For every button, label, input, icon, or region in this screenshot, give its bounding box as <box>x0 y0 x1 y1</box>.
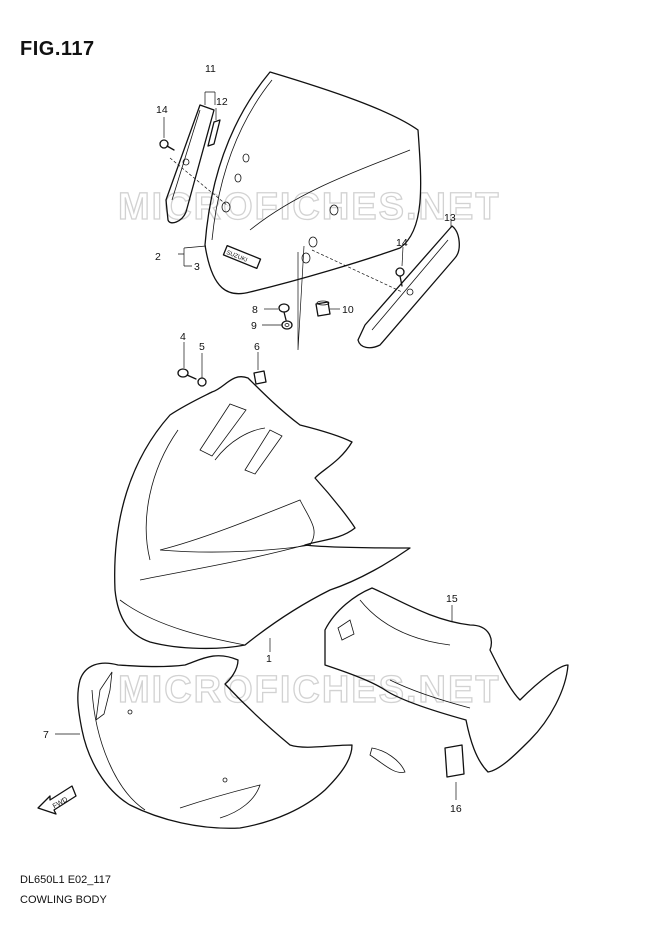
callout-10: 10 <box>342 304 354 316</box>
callout-12: 12 <box>216 96 228 108</box>
callout-7: 7 <box>43 729 49 741</box>
model-code: DL650L1 E02_117 <box>20 874 111 886</box>
cowling-clip-part[interactable] <box>253 370 267 385</box>
cushion-pad-part[interactable] <box>444 744 465 778</box>
callout-13: 13 <box>444 212 456 224</box>
forward-arrow-icon: FWD <box>37 785 77 815</box>
windscreen-bracket-left-part[interactable] <box>165 104 215 224</box>
cowling-bolt-part[interactable] <box>177 368 197 380</box>
bolt-right-part[interactable] <box>395 267 405 287</box>
watermark-bottom: MICROFICHES.NET <box>118 669 501 711</box>
callout-6: 6 <box>254 341 260 353</box>
fwd-label: FWD <box>52 796 69 810</box>
bolt-left-part[interactable] <box>159 139 175 151</box>
air-duct-part[interactable] <box>324 587 569 773</box>
callout-5: 5 <box>199 341 205 353</box>
callout-16: 16 <box>450 803 462 815</box>
windscreen-bracket-right-part[interactable] <box>357 225 460 349</box>
figure-title: FIG.117 <box>20 38 95 60</box>
callout-4: 4 <box>180 331 186 343</box>
callout-14-right: 14 <box>396 237 408 249</box>
callout-8: 8 <box>252 304 258 316</box>
callout-1: 1 <box>266 653 272 665</box>
callout-14-left: 14 <box>156 104 168 116</box>
washer-part[interactable] <box>281 320 293 330</box>
screw-part[interactable] <box>278 303 290 321</box>
callout-9: 9 <box>251 320 257 332</box>
cowling-washer-part[interactable] <box>197 377 207 387</box>
callout-11: 11 <box>205 63 216 75</box>
windscreen-part[interactable]: SUZUKI <box>204 71 422 295</box>
callout-15: 15 <box>446 593 458 605</box>
section-name: COWLING BODY <box>20 894 107 906</box>
cowling-body-part[interactable] <box>114 376 411 650</box>
bracket-panel-part[interactable] <box>207 119 221 147</box>
callout-3: 3 <box>194 261 200 273</box>
lower-cowling-part[interactable] <box>77 655 406 829</box>
callout-2: 2 <box>155 251 161 263</box>
suzuki-decal-part[interactable]: SUZUKI <box>222 244 262 270</box>
well-nut-part[interactable] <box>315 300 331 317</box>
